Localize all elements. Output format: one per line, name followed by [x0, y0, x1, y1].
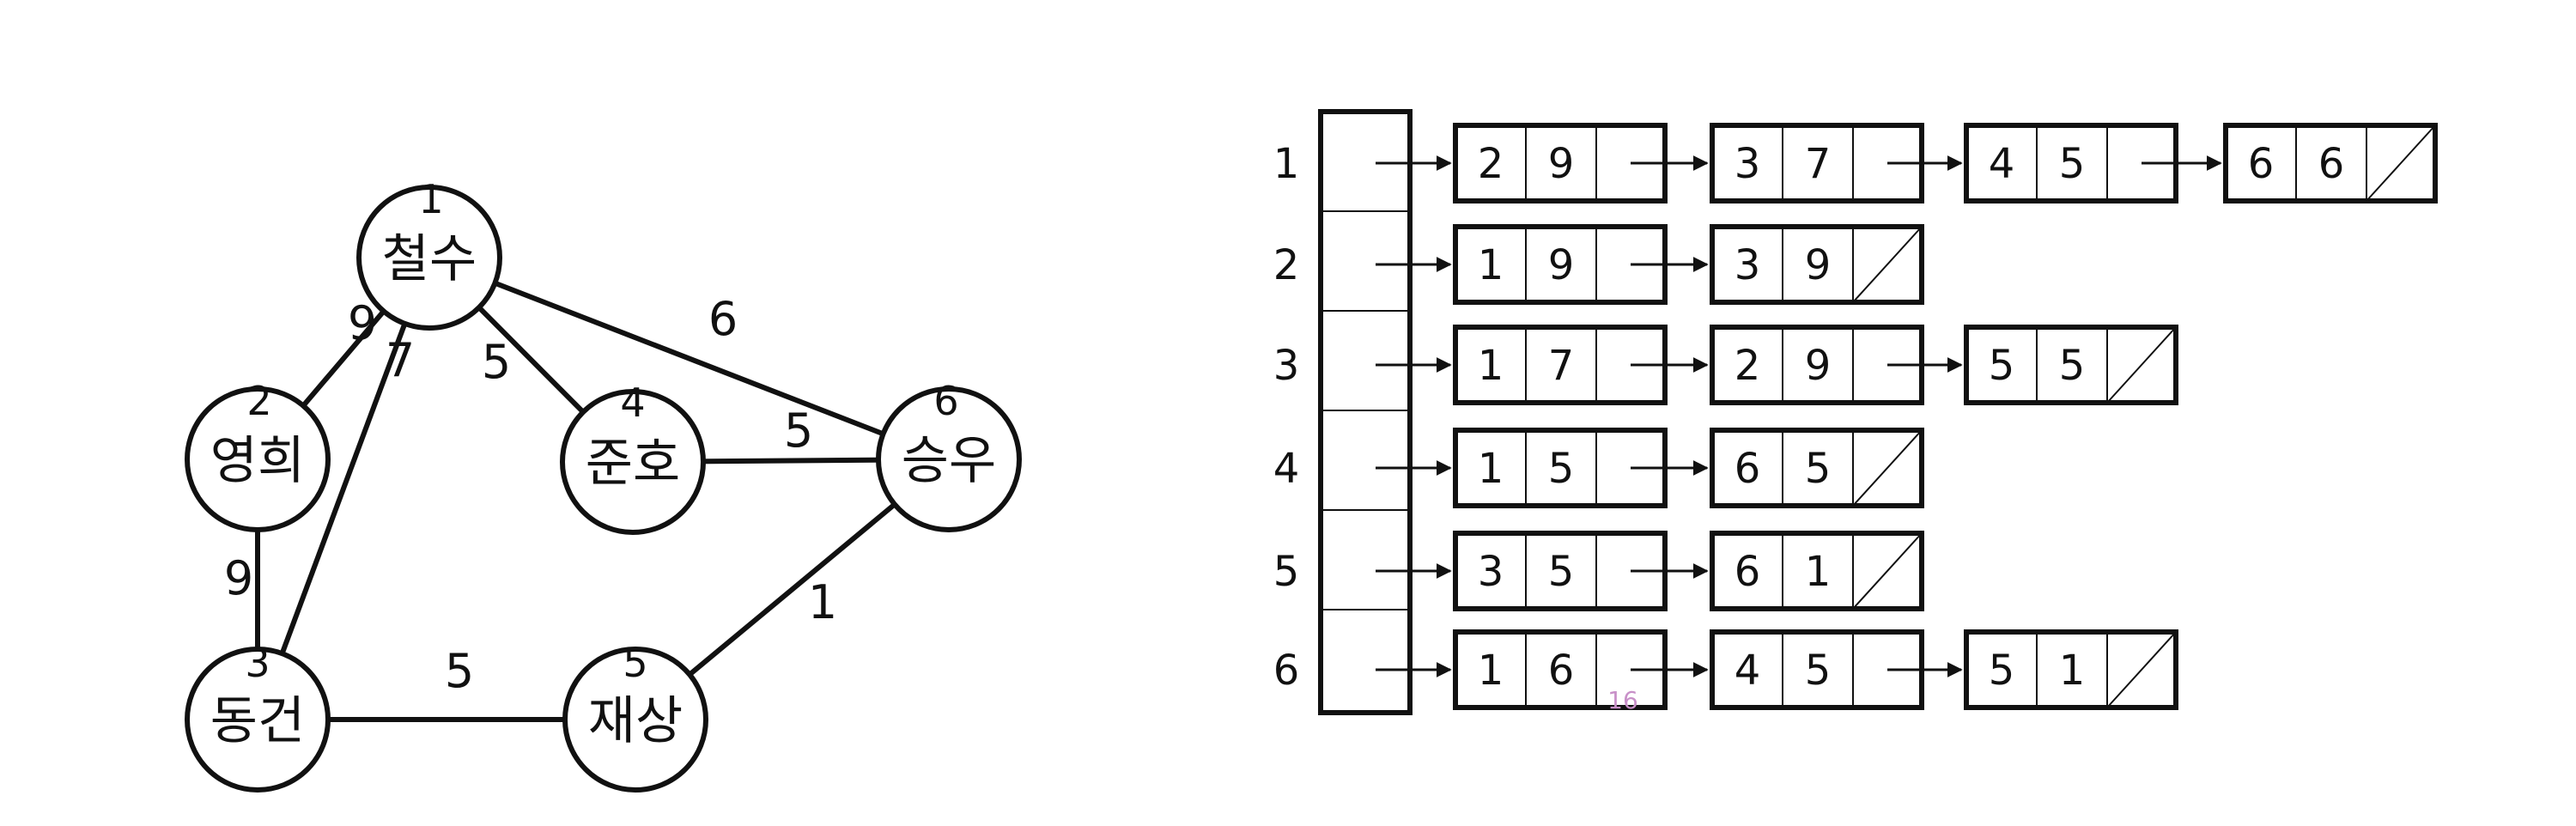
list-node [1453, 428, 1668, 508]
list-node-weight: 9 [1805, 241, 1832, 289]
list-node-weight: 9 [1548, 241, 1575, 289]
null-pointer-slash [2106, 326, 2177, 404]
graph-node-id-3: 3 [245, 640, 270, 686]
list-node-vertex: 3 [1478, 548, 1504, 596]
graph-node-label-4: 준호 [586, 434, 680, 494]
list-node-vertex: 1 [1478, 445, 1504, 493]
list-node [1453, 325, 1668, 405]
graph-node-id-4: 4 [620, 380, 645, 426]
graph-node-6 [876, 386, 1022, 532]
graph-node-id-5: 5 [623, 640, 647, 686]
list-node [1453, 224, 1668, 305]
list-node-vertex: 5 [1989, 342, 2015, 390]
graph-node-2 [185, 386, 331, 532]
row-index-3: 3 [1273, 342, 1300, 390]
list-node-weight: 7 [1548, 342, 1575, 390]
graph-node-4 [560, 389, 706, 535]
graph-node-label-1: 철수 [382, 229, 477, 289]
row-index-4: 4 [1273, 445, 1300, 493]
graph-node-id-1: 1 [418, 176, 443, 222]
list-node-weight: 5 [2059, 342, 2086, 390]
graph-node-5 [562, 647, 708, 793]
list-node-weight: 5 [1548, 548, 1575, 596]
list-node-weight: 6 [1548, 647, 1575, 695]
edge-weight-4-6: 5 [784, 404, 813, 458]
graph-edge-1-3 [255, 256, 432, 721]
graph-node-id-2: 2 [246, 378, 271, 424]
graph-node-label-3: 동건 [210, 691, 305, 751]
list-node [1710, 325, 1924, 405]
null-pointer-slash [1852, 429, 1923, 507]
row-index-1: 1 [1273, 140, 1300, 188]
edge-weight-5-6: 1 [808, 575, 837, 629]
list-node-vertex: 2 [1478, 140, 1504, 188]
list-node-vertex: 3 [1735, 140, 1761, 188]
list-node-vertex: 2 [1735, 342, 1761, 390]
list-node-weight: 9 [1805, 342, 1832, 390]
list-node-weight: 7 [1805, 140, 1832, 188]
list-node-vertex: 6 [2248, 140, 2275, 188]
head-array [1318, 109, 1413, 715]
list-node-vertex: 5 [1989, 647, 2015, 695]
list-node [1453, 629, 1668, 710]
list-node-vertex: 3 [1735, 241, 1761, 289]
list-node-weight: 6 [2318, 140, 2345, 188]
edge-weight-3-5: 5 [445, 644, 474, 698]
graph-node-label-6: 승우 [902, 431, 996, 491]
graph-node-id-6: 6 [933, 378, 958, 424]
null-pointer-slash [1852, 532, 1923, 610]
list-node-weight: 5 [2059, 140, 2086, 188]
list-node-weight: 9 [1548, 140, 1575, 188]
list-node-vertex: 1 [1478, 647, 1504, 695]
page-number: 16 [1607, 686, 1638, 714]
list-node-vertex: 4 [1989, 140, 2015, 188]
graph-node-label-2: 영희 [210, 431, 305, 491]
list-node-weight: 1 [1805, 548, 1832, 596]
edge-weight-1-2: 9 [348, 296, 377, 350]
list-node-vertex: 6 [1735, 548, 1761, 596]
list-node-weight: 5 [1805, 647, 1832, 695]
list-node-weight: 5 [1805, 445, 1832, 493]
row-index-5: 5 [1273, 548, 1300, 596]
graph-edge-1-6 [428, 255, 951, 462]
edge-weight-1-3: 7 [386, 333, 415, 387]
null-pointer-slash [2366, 125, 2436, 202]
graph-node-label-5: 재상 [588, 691, 683, 751]
edge-weight-1-4: 5 [482, 335, 511, 389]
list-node-vertex: 1 [1478, 241, 1504, 289]
null-pointer-slash [1852, 226, 1923, 303]
list-node-vertex: 4 [1735, 647, 1761, 695]
row-index-6: 6 [1273, 647, 1300, 695]
row-index-2: 2 [1273, 241, 1300, 289]
list-node-vertex: 1 [1478, 342, 1504, 390]
edge-weight-1-6: 6 [708, 292, 738, 346]
list-node-vertex: 6 [1735, 445, 1761, 493]
graph-node-1 [356, 185, 502, 331]
null-pointer-slash [2106, 631, 2177, 708]
edge-weight-2-3: 9 [224, 551, 253, 605]
list-node-weight: 1 [2059, 647, 2086, 695]
graph-node-3 [185, 647, 331, 793]
list-node-weight: 5 [1548, 445, 1575, 493]
